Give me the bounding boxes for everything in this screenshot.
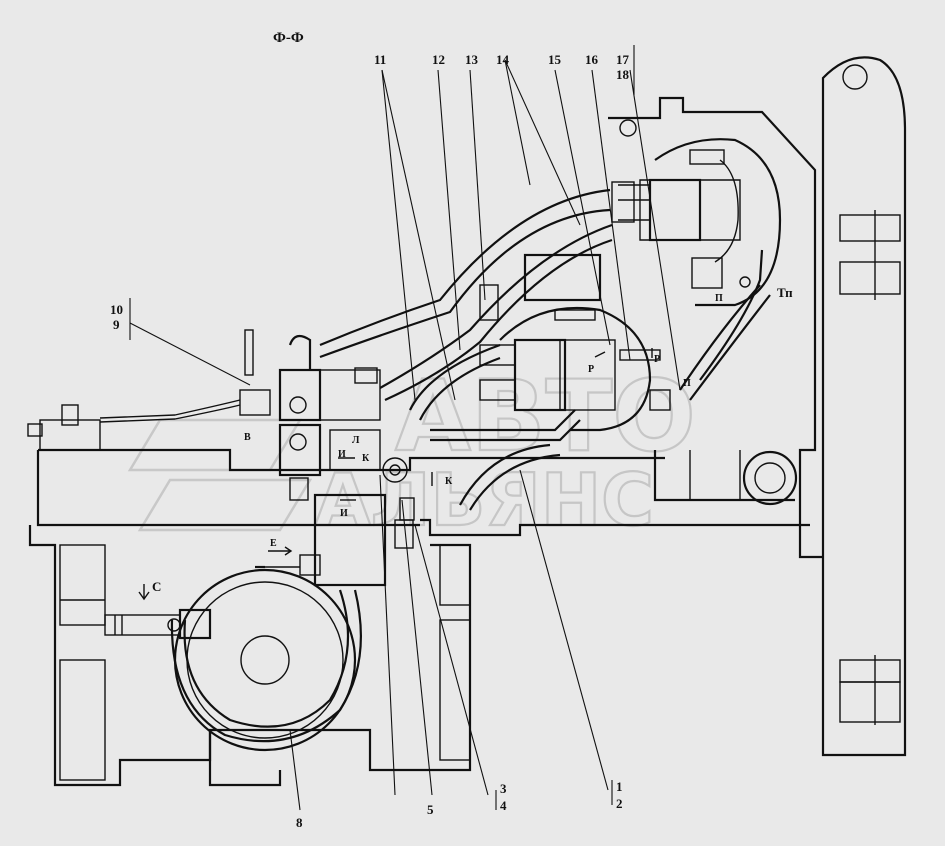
port-k-2: К: [445, 476, 453, 487]
callout-17: 17: [616, 52, 630, 67]
callout-18: 18: [616, 67, 630, 82]
flow-arrows: [138, 348, 653, 601]
port-tp: Тп: [777, 285, 793, 300]
callout-3: 3: [500, 781, 507, 796]
callout-12: 12: [432, 52, 445, 67]
port-v: В: [244, 432, 251, 443]
callout-11: 11: [374, 52, 386, 67]
callout-2: 2: [616, 796, 623, 811]
lower-left-housing: [28, 525, 472, 787]
hose-lines: [170, 188, 771, 743]
leader-lines: [129, 45, 681, 811]
callout-4: 4: [500, 798, 507, 813]
watermark-line2: АЛЬЯНС: [315, 458, 654, 542]
callout-15: 15: [548, 52, 562, 67]
view-c: С: [152, 579, 161, 594]
watermark: АВТО АЛЬЯНС: [127, 359, 697, 543]
port-r-2: Р: [588, 364, 594, 375]
callout-13: 13: [465, 52, 479, 67]
upper-housing: [608, 96, 823, 559]
central-pump: [479, 253, 671, 432]
port-i-2: И: [340, 508, 348, 519]
port-p-upper: П: [715, 293, 723, 304]
port-i-1: И: [338, 449, 346, 460]
callout-9: 9: [113, 317, 120, 332]
section-title: Ф-Ф: [273, 30, 304, 46]
arrow-e-icon: [268, 546, 293, 556]
callout-5: 5: [427, 802, 434, 817]
callout-16: 16: [585, 52, 599, 67]
callout-10: 10: [110, 302, 123, 317]
port-e: Е: [270, 538, 277, 549]
callout-14: 14: [496, 52, 510, 67]
callout-8: 8: [296, 815, 303, 830]
distributor-block: [255, 457, 415, 587]
watermark-line1: АВТО: [395, 360, 696, 474]
port-k-1: К: [362, 453, 370, 464]
arrow-c-icon: [138, 584, 150, 601]
right-frame-beam: [821, 56, 907, 757]
arrow-r2-icon: [594, 351, 606, 358]
callout-1: 1: [616, 779, 623, 794]
port-p-lower: П: [683, 378, 691, 389]
port-l: Л: [352, 435, 360, 446]
port-r-1: Р: [654, 354, 660, 365]
left-valve-assembly: [27, 329, 381, 501]
lever-arm: [104, 608, 212, 640]
